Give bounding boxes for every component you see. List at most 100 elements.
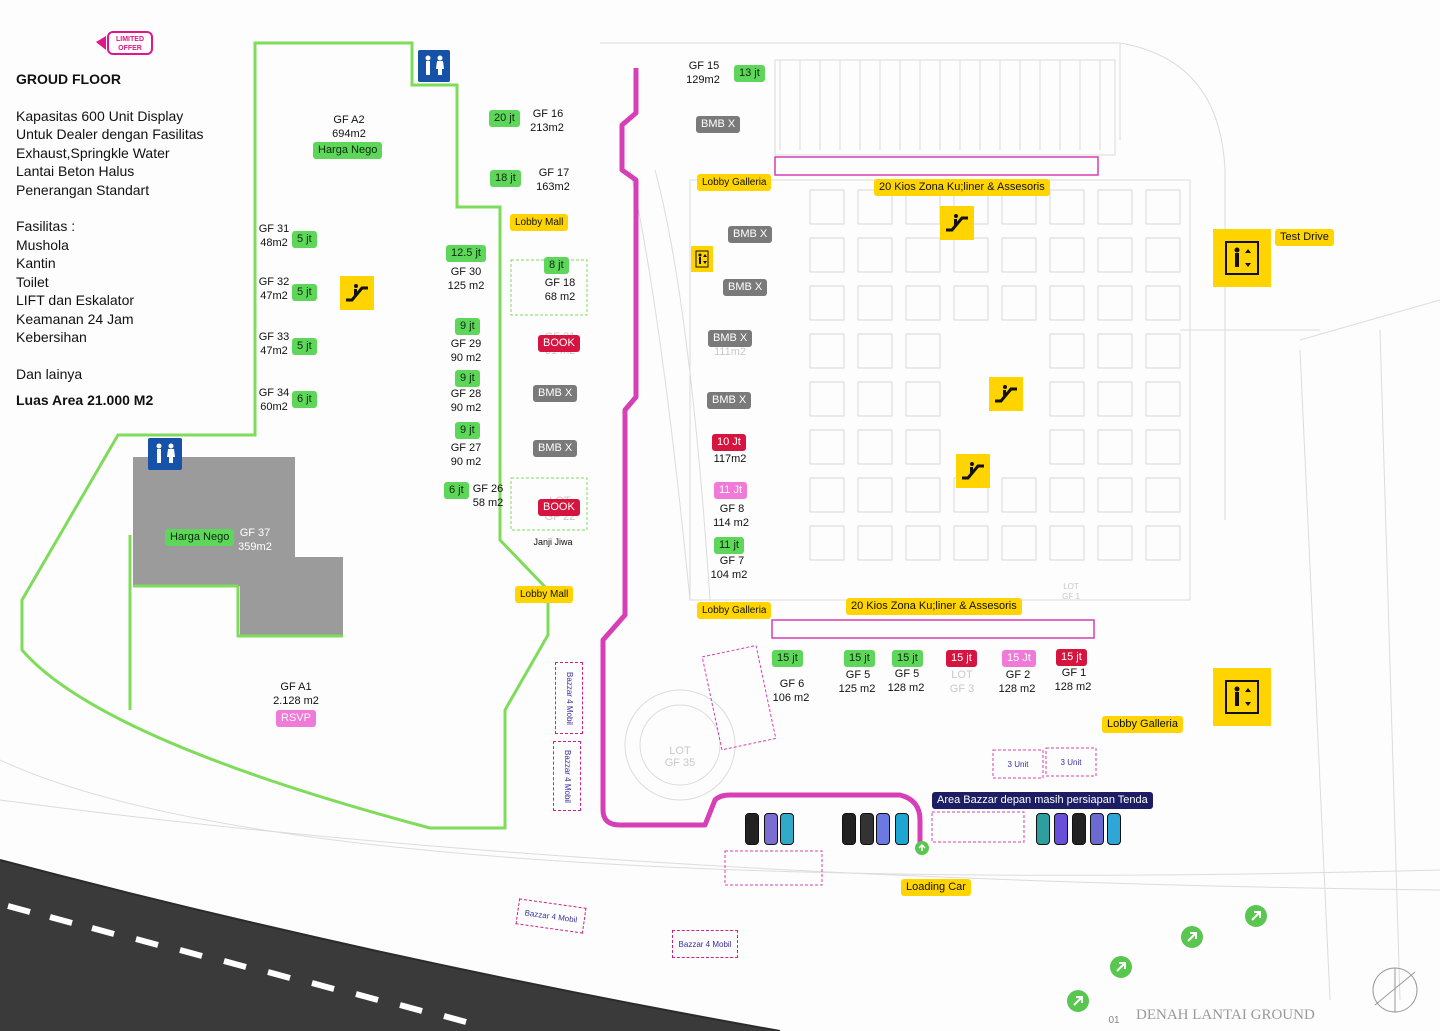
others-note: Dan lainya [16, 365, 83, 382]
hall-grid-square [905, 477, 941, 513]
unit-gf14-status[interactable]: BMB X [696, 116, 741, 133]
hall-grid-square [1049, 189, 1085, 225]
unit-gf29-name: GF 29 [450, 338, 482, 350]
parked-car-icon [895, 813, 909, 845]
unit-gf26-size: 58 m2 [472, 497, 504, 509]
escalator-icon [989, 377, 1023, 411]
unit-gf33-name: GF 33 [258, 331, 290, 343]
parked-car-icon [1090, 813, 1104, 845]
unit-gf22-status[interactable]: BOOK [538, 499, 580, 516]
faint-label: 111m2 [713, 346, 746, 358]
bazzar-label: Bazzar 4 Mobil [524, 907, 578, 925]
hall-grid-square [857, 477, 893, 513]
unit-gf12-status[interactable]: BMB X [723, 279, 768, 296]
hall-grid-square [1097, 237, 1133, 273]
hall-grid-square [857, 285, 893, 321]
unit-gf5b-price[interactable]: 15 jt [892, 650, 923, 667]
unit-gf9-price[interactable]: 10 Jt [712, 434, 746, 451]
toilet-icon [418, 50, 450, 82]
faint-label: LOT GF 1 [1062, 582, 1080, 601]
unit-gf28-price[interactable]: 9 jt [455, 370, 480, 387]
unit-gf27-name: GF 27 [450, 442, 482, 454]
hall-grid-square [809, 237, 845, 273]
unit-gf5a-price[interactable]: 15 jt [844, 650, 875, 667]
unit-gf3-name: GF 3 [949, 683, 975, 695]
unit-gf13-status[interactable]: BMB X [728, 226, 773, 243]
unit-gf20-status[interactable]: BMB X [533, 385, 578, 402]
unit-gf2-size: 128 m2 [998, 683, 1036, 695]
hall-grid-square [1049, 285, 1085, 321]
unit-gf30-price[interactable]: 12.5 jt [446, 245, 486, 262]
unit-gf37-price[interactable]: Harga Nego [165, 529, 235, 546]
lobby-mall-label: Lobby Mall [510, 214, 569, 231]
unit-gf21-status[interactable]: BMB X [533, 440, 578, 457]
bazzar-label: Bazzar 4 Mobil [562, 749, 572, 803]
unit-gf17-price[interactable]: 18 jt [490, 170, 521, 187]
unit-gf34-price[interactable]: 6 jt [292, 391, 317, 408]
unit-gfa2-size: 694m2 [332, 128, 366, 140]
unit-gf2-price[interactable]: 15 Jt [1002, 650, 1036, 667]
unit-gf7-price[interactable]: 11 jt [714, 537, 744, 554]
unit-gf3-price[interactable]: 15 jt [946, 650, 977, 667]
svg-text:OFFER: OFFER [118, 45, 142, 52]
unit-gf33-price[interactable]: 5 jt [292, 338, 317, 355]
unit-gf1-price[interactable]: 15 jt [1056, 649, 1087, 666]
lobby-galleria-label: Lobby Galleria [1102, 716, 1183, 733]
facilities-title: Fasilitas : [16, 218, 76, 234]
entrance-arrow-icon [1067, 990, 1089, 1012]
faint-label: LOT GF 35 [664, 745, 696, 769]
unit-gf16-price[interactable]: 20 jt [489, 110, 520, 127]
unit-gfa1-name: GF A1 [280, 681, 312, 693]
loading-arrow-icon [915, 841, 929, 855]
hall-grid-square [1097, 333, 1133, 369]
unit-gf31-name: GF 31 [258, 223, 290, 235]
unit-gf5a-name: GF 5 [845, 669, 871, 681]
hall-grid-square [809, 285, 845, 321]
unit-gf8-price[interactable]: 11 Jt [714, 482, 748, 499]
info-panel: GROUD FLOOR Kapasitas 600 Unit Display U… [16, 70, 246, 410]
unit-gf17-name: GF 17 [538, 167, 570, 179]
unit-gf11-status[interactable]: BMB X [708, 330, 753, 347]
unit-gf32-price[interactable]: 5 jt [292, 284, 317, 301]
unit-gf16-size: 213m2 [530, 122, 564, 134]
unit-gf6-price[interactable]: 15 jt [772, 650, 803, 667]
parked-car-icon [1107, 813, 1121, 845]
hall-grid-square [857, 333, 893, 369]
floor-title: GROUD FLOOR [16, 71, 121, 87]
unit-gf19-status[interactable]: BOOK [538, 335, 580, 352]
unit-gf27-price[interactable]: 9 jt [455, 422, 480, 439]
unit-gf34-name: GF 34 [258, 387, 290, 399]
unit-gf31-price[interactable]: 5 jt [292, 231, 317, 248]
hall-grid-square [905, 429, 941, 465]
facility-item: LIFT dan Eskalator [16, 292, 135, 308]
unit-gf29-price[interactable]: 9 jt [455, 318, 480, 335]
hall-grid-square [953, 285, 989, 321]
unit-gf26-price[interactable]: 6 jt [444, 482, 469, 499]
escalator-icon [940, 206, 974, 240]
lobby-mall-label: Lobby Mall [515, 586, 574, 603]
unit-gf10-status[interactable]: BMB X [707, 392, 752, 409]
unit-gf32-size: 47m2 [260, 290, 288, 302]
unit-gf29-size: 90 m2 [450, 352, 482, 364]
unit-gf1-size: 128 m2 [1054, 681, 1092, 693]
unit-gf15-price[interactable]: 13 jt [734, 65, 765, 82]
janji-jiwa-label: Janji Jiwa [533, 537, 573, 547]
facility-item: Toilet [16, 273, 49, 290]
lift-icon [1213, 668, 1271, 726]
entrance-arrow-icon [1181, 926, 1203, 948]
hall-grid-square [1145, 525, 1181, 561]
unit-gf30-size: 125 m2 [447, 280, 485, 292]
entrance-arrow-icon [1110, 956, 1132, 978]
capacity-line: Kapasitas 600 Unit Display [16, 107, 184, 124]
unit-gf18-size: 68 m2 [544, 291, 576, 303]
unit-gf32-name: GF 32 [258, 276, 290, 288]
unit-gfa2-price[interactable]: Harga Nego [313, 142, 383, 159]
area-total: Luas Area 21.000 M2 [16, 392, 154, 408]
unit-gf15-name: GF 15 [688, 60, 720, 72]
parked-car-icon [842, 813, 856, 845]
unit-gf16-name: GF 16 [532, 108, 564, 120]
unit-gfa1-status[interactable]: RSVP [276, 710, 316, 727]
unit-gf18-price[interactable]: 8 jt [544, 257, 569, 274]
facility-item: Keamanan 24 Jam [16, 310, 134, 327]
